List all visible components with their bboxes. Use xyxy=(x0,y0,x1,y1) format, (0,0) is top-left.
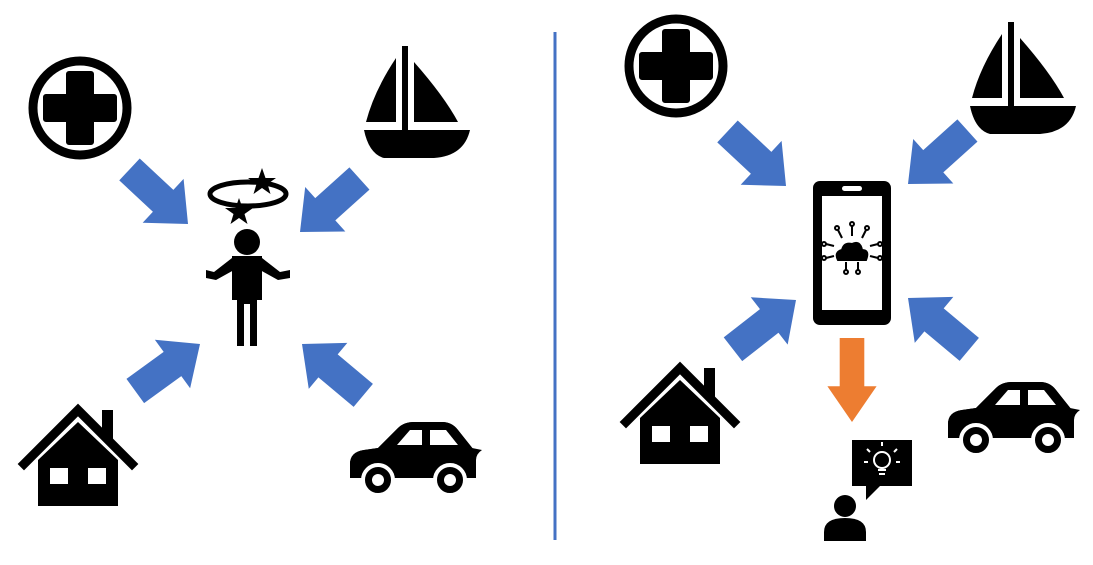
person-lightbulb-idea-icon xyxy=(824,440,912,541)
arrow-house-to-person xyxy=(117,319,218,416)
medical-cross-icon xyxy=(33,61,127,155)
arrow-medical-to-phone xyxy=(707,109,807,208)
cloud-circuit-icon xyxy=(821,221,883,275)
sailboat-icon xyxy=(364,46,470,158)
arrow-car-to-person xyxy=(282,321,383,419)
confused-person-icon xyxy=(206,168,290,346)
right-panel xyxy=(626,19,1082,541)
arrow-house-to-phone xyxy=(714,276,815,373)
arrow-medical-to-person xyxy=(109,147,209,246)
smartphone-cloud-ai-icon xyxy=(813,181,891,325)
arrow-phone-to-output xyxy=(827,338,877,422)
arrow-car-to-phone xyxy=(888,275,989,373)
lightbulb-icon xyxy=(864,442,900,475)
house-icon xyxy=(24,410,132,506)
arrow-boat-to-phone xyxy=(887,108,988,207)
arrow-boat-to-person xyxy=(279,156,380,255)
medical-cross-icon xyxy=(629,19,723,113)
car-icon xyxy=(946,380,1082,457)
house-icon xyxy=(626,368,734,464)
sailboat-icon xyxy=(970,22,1076,134)
car-icon xyxy=(348,420,484,497)
left-panel xyxy=(24,46,484,506)
